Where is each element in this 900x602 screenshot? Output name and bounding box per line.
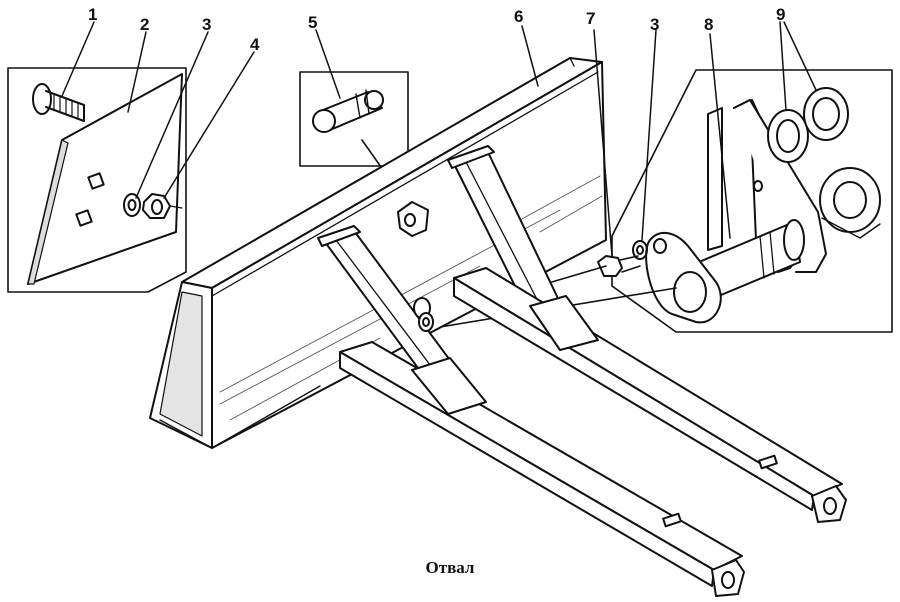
callout-5: 5 [308,13,318,32]
inset-left-frame [7,67,187,293]
arm-pivot-mount [413,297,434,332]
callout-3-right: 3 [650,15,660,34]
leader-3a [135,31,209,199]
washer-3-right [632,240,648,260]
plate-hole-top [87,172,105,190]
leader-6 [521,25,539,87]
leader-8 [709,33,731,239]
plate-hole-bottom [75,209,93,227]
pin-retainer-plate [645,231,722,324]
callout-1: 1 [88,5,98,24]
callout-6: 6 [514,7,524,26]
leader-4 [163,51,255,199]
leader-5 [315,29,341,99]
push-arm-right [447,145,847,523]
leader-9b [783,21,817,91]
callout-leaders [61,21,817,257]
pin-5 [312,89,384,133]
inset-right-frame [611,69,893,333]
inset-left-cutting-edge [7,67,187,293]
leader-2 [127,31,147,113]
lock-washer-3 [123,193,141,217]
figure-caption: Отвал [425,558,475,577]
inset-pin-5 [299,71,411,209]
callout-9: 9 [776,5,786,24]
leader-1 [61,21,95,97]
inset-pin-frame [299,71,409,167]
blade-6 [149,57,607,449]
callout-4: 4 [250,35,260,54]
spacer-washers-9 [767,87,881,239]
hex-nut-4 [142,193,183,219]
blade-bracket-5 [397,201,429,237]
plow-bolt-1 [32,83,85,122]
leader-9a [779,21,787,111]
push-arm-left [317,225,745,597]
leader-3b [641,29,657,241]
callout-8: 8 [704,15,714,34]
callout-7: 7 [586,9,596,28]
callout-3-left: 3 [202,15,212,34]
leader-7 [593,29,613,257]
callout-2: 2 [140,15,150,34]
inset-right-pivot [429,69,893,333]
